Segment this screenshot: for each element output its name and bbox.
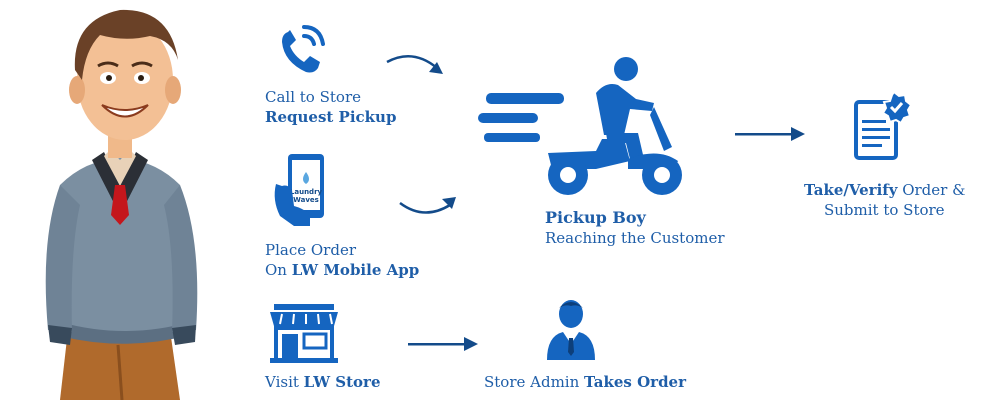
verify-rest: Order & — [897, 181, 966, 199]
app-label-2: Waves — [293, 196, 319, 204]
curved-arrow-call — [385, 50, 447, 78]
store-admin-label: Store Admin Takes Order — [484, 372, 686, 392]
curved-arrow-app — [398, 193, 460, 221]
scooter-rider-icon — [478, 55, 690, 200]
mobile-app-prefix: On — [265, 261, 292, 279]
request-pickup-label: Request Pickup — [265, 108, 397, 126]
customer-illustration — [30, 0, 215, 400]
visit-bold: LW Store — [303, 373, 381, 391]
mobile-app-label: On LW Mobile App — [265, 260, 419, 280]
store-admin-icon — [543, 298, 599, 364]
place-order-label: Place Order — [265, 241, 356, 259]
arrow-to-verify — [735, 126, 807, 142]
mobile-app-bold: LW Mobile App — [291, 261, 420, 279]
store-icon — [268, 302, 340, 364]
visit-prefix: Visit — [265, 373, 304, 391]
admin-bold: Takes Order — [584, 373, 686, 391]
verify-line2: Submit to Store — [824, 201, 945, 219]
visit-store-label: Visit LW Store — [265, 372, 380, 392]
phone-icon — [270, 18, 332, 80]
mobile-app-icon: Laundry Waves — [270, 150, 340, 230]
arrow-to-admin — [408, 336, 480, 352]
pickup-subtitle: Reaching the Customer — [545, 229, 725, 247]
call-to-store-label: Call to Store — [265, 88, 361, 106]
admin-prefix: Store Admin — [484, 373, 585, 391]
verify-bold: Take/Verify — [804, 181, 898, 199]
pickup-title: Pickup Boy — [545, 208, 646, 227]
app-label-1: Laundry — [290, 188, 323, 196]
verify-line1: Take/Verify Order & — [804, 180, 965, 200]
verified-document-icon — [852, 90, 914, 162]
